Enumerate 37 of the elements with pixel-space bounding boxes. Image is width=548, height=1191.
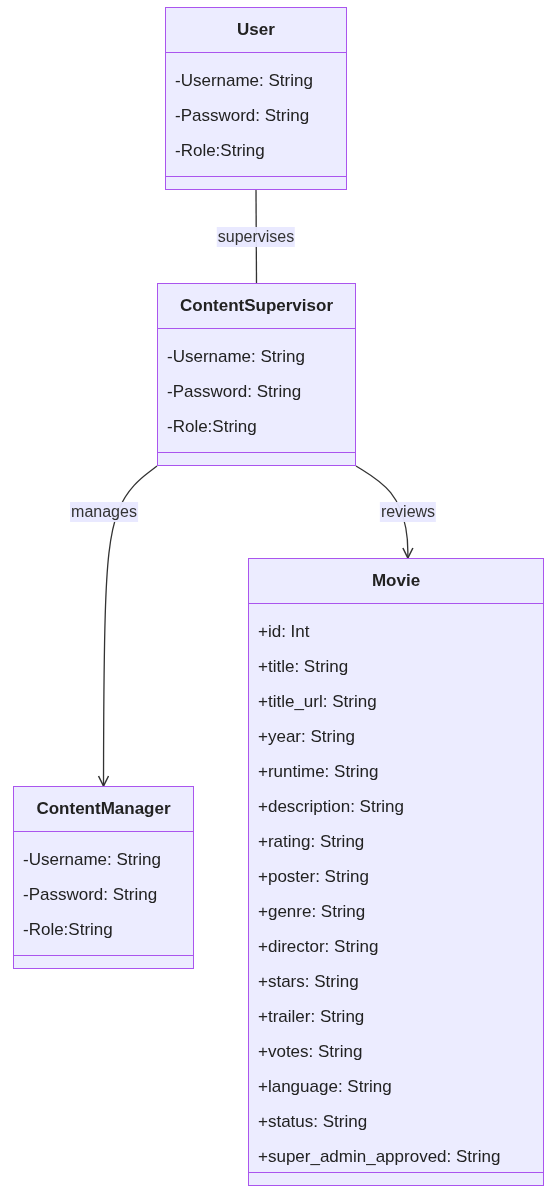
- attribute: +runtime: String: [258, 761, 379, 783]
- class-box: [165, 7, 347, 190]
- class-box: [13, 786, 194, 969]
- class-name: ContentSupervisor: [180, 296, 333, 316]
- class-name: Movie: [371, 571, 421, 591]
- attribute: -Role:String: [23, 919, 113, 941]
- attribute: +description: String: [258, 796, 404, 818]
- attribute: -Password: String: [167, 381, 302, 403]
- class-name: User: [237, 20, 275, 40]
- attribute: +director: String: [258, 936, 379, 958]
- attribute: +year: String: [258, 726, 355, 748]
- attribute: +votes: String: [258, 1041, 363, 1063]
- edge-label: reviews: [379, 502, 437, 522]
- arrow: [97, 465, 158, 787]
- attribute: +super_admin_approved: String: [258, 1146, 501, 1168]
- attribute: -Role:String: [167, 416, 257, 438]
- edge-label: supervises: [216, 227, 296, 247]
- attribute: -Role:String: [175, 140, 265, 162]
- attribute: -Username: String: [23, 849, 161, 871]
- attribute: +stars: String: [258, 971, 359, 993]
- class-box: [248, 558, 544, 1186]
- attribute: +trailer: String: [258, 1006, 365, 1028]
- attribute: +language: String: [258, 1076, 392, 1098]
- attribute: +status: String: [258, 1111, 368, 1133]
- attribute: +title: String: [258, 656, 349, 678]
- attribute: +poster: String: [258, 866, 370, 888]
- edge-label: manages: [70, 502, 138, 522]
- attribute: +title_url: String: [258, 691, 377, 713]
- attribute: +id: Int: [258, 621, 310, 643]
- attribute: +rating: String: [258, 831, 365, 853]
- class-box: [157, 283, 356, 466]
- class-name: ContentManager: [36, 799, 171, 819]
- attribute: -Username: String: [167, 346, 305, 368]
- attribute: -Username: String: [175, 70, 313, 92]
- attribute: -Password: String: [175, 105, 310, 127]
- attribute: +genre: String: [258, 901, 366, 923]
- attribute: -Password: String: [23, 884, 158, 906]
